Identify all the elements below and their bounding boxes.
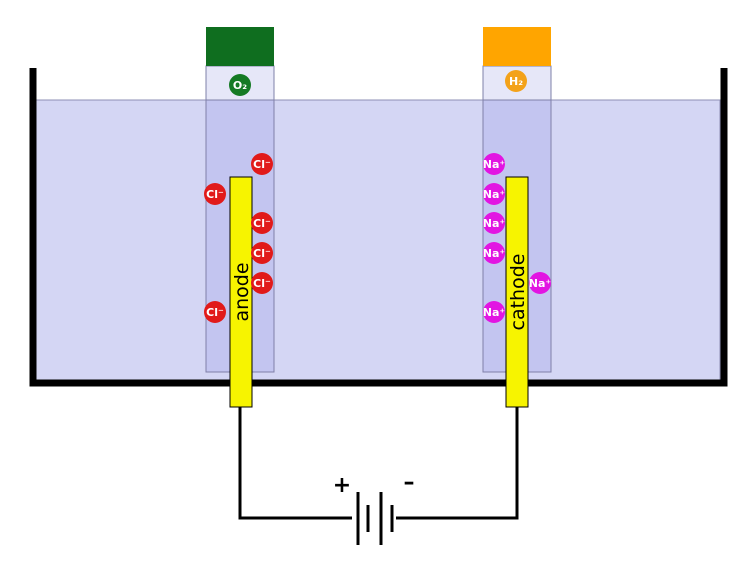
oxygen-label: O₂ (233, 79, 247, 92)
cathode-tube-cap (483, 27, 551, 66)
chloride-ion-label: Cl⁻ (253, 247, 271, 260)
sodium-ion-label: Na⁺ (483, 188, 506, 201)
chloride-ion: Cl⁻ (204, 301, 226, 323)
anode-tube-cap (206, 27, 274, 66)
battery: + – (333, 470, 415, 545)
chloride-ion-label: Cl⁻ (253, 217, 271, 230)
anode-label: anode (231, 262, 253, 321)
chloride-ion: Cl⁻ (251, 153, 273, 175)
chloride-ion: Cl⁻ (251, 242, 273, 264)
anode-wire (238, 407, 352, 520)
hydrogen-bubble: H₂ (505, 70, 527, 92)
cathode-electrode: cathode (505, 176, 529, 408)
cathode-label: cathode (507, 254, 529, 331)
sodium-ion: Na⁺ (483, 183, 506, 205)
sodium-ion: Na⁺ (483, 153, 506, 175)
sodium-ion: Na⁺ (529, 272, 552, 294)
sodium-ion: Na⁺ (483, 242, 506, 264)
sodium-ion-label: Na⁺ (483, 247, 506, 260)
chloride-ion: Cl⁻ (204, 183, 226, 205)
solution (35, 99, 721, 382)
tank-walls (29, 68, 728, 387)
hydrogen-label: H₂ (509, 75, 523, 88)
battery-positive-sign: + (333, 473, 351, 498)
oxygen-bubble: O₂ (229, 74, 251, 96)
chloride-ion-label: Cl⁻ (253, 277, 271, 290)
sodium-ion-label: Na⁺ (483, 306, 506, 319)
chloride-ion-label: Cl⁻ (206, 188, 224, 201)
chloride-ion-label: Cl⁻ (253, 158, 271, 171)
anode-electrode: anode (229, 176, 253, 408)
sodium-ion-label: Na⁺ (483, 158, 506, 171)
sodium-ion: Na⁺ (483, 301, 506, 323)
sodium-ion-label: Na⁺ (529, 277, 552, 290)
chloride-ion-label: Cl⁻ (206, 306, 224, 319)
battery-negative-sign: – (404, 470, 415, 495)
chloride-ion: Cl⁻ (251, 272, 273, 294)
sodium-ion: Na⁺ (483, 212, 506, 234)
cathode-wire (396, 407, 519, 520)
chloride-ion: Cl⁻ (251, 212, 273, 234)
sodium-ion-label: Na⁺ (483, 217, 506, 230)
